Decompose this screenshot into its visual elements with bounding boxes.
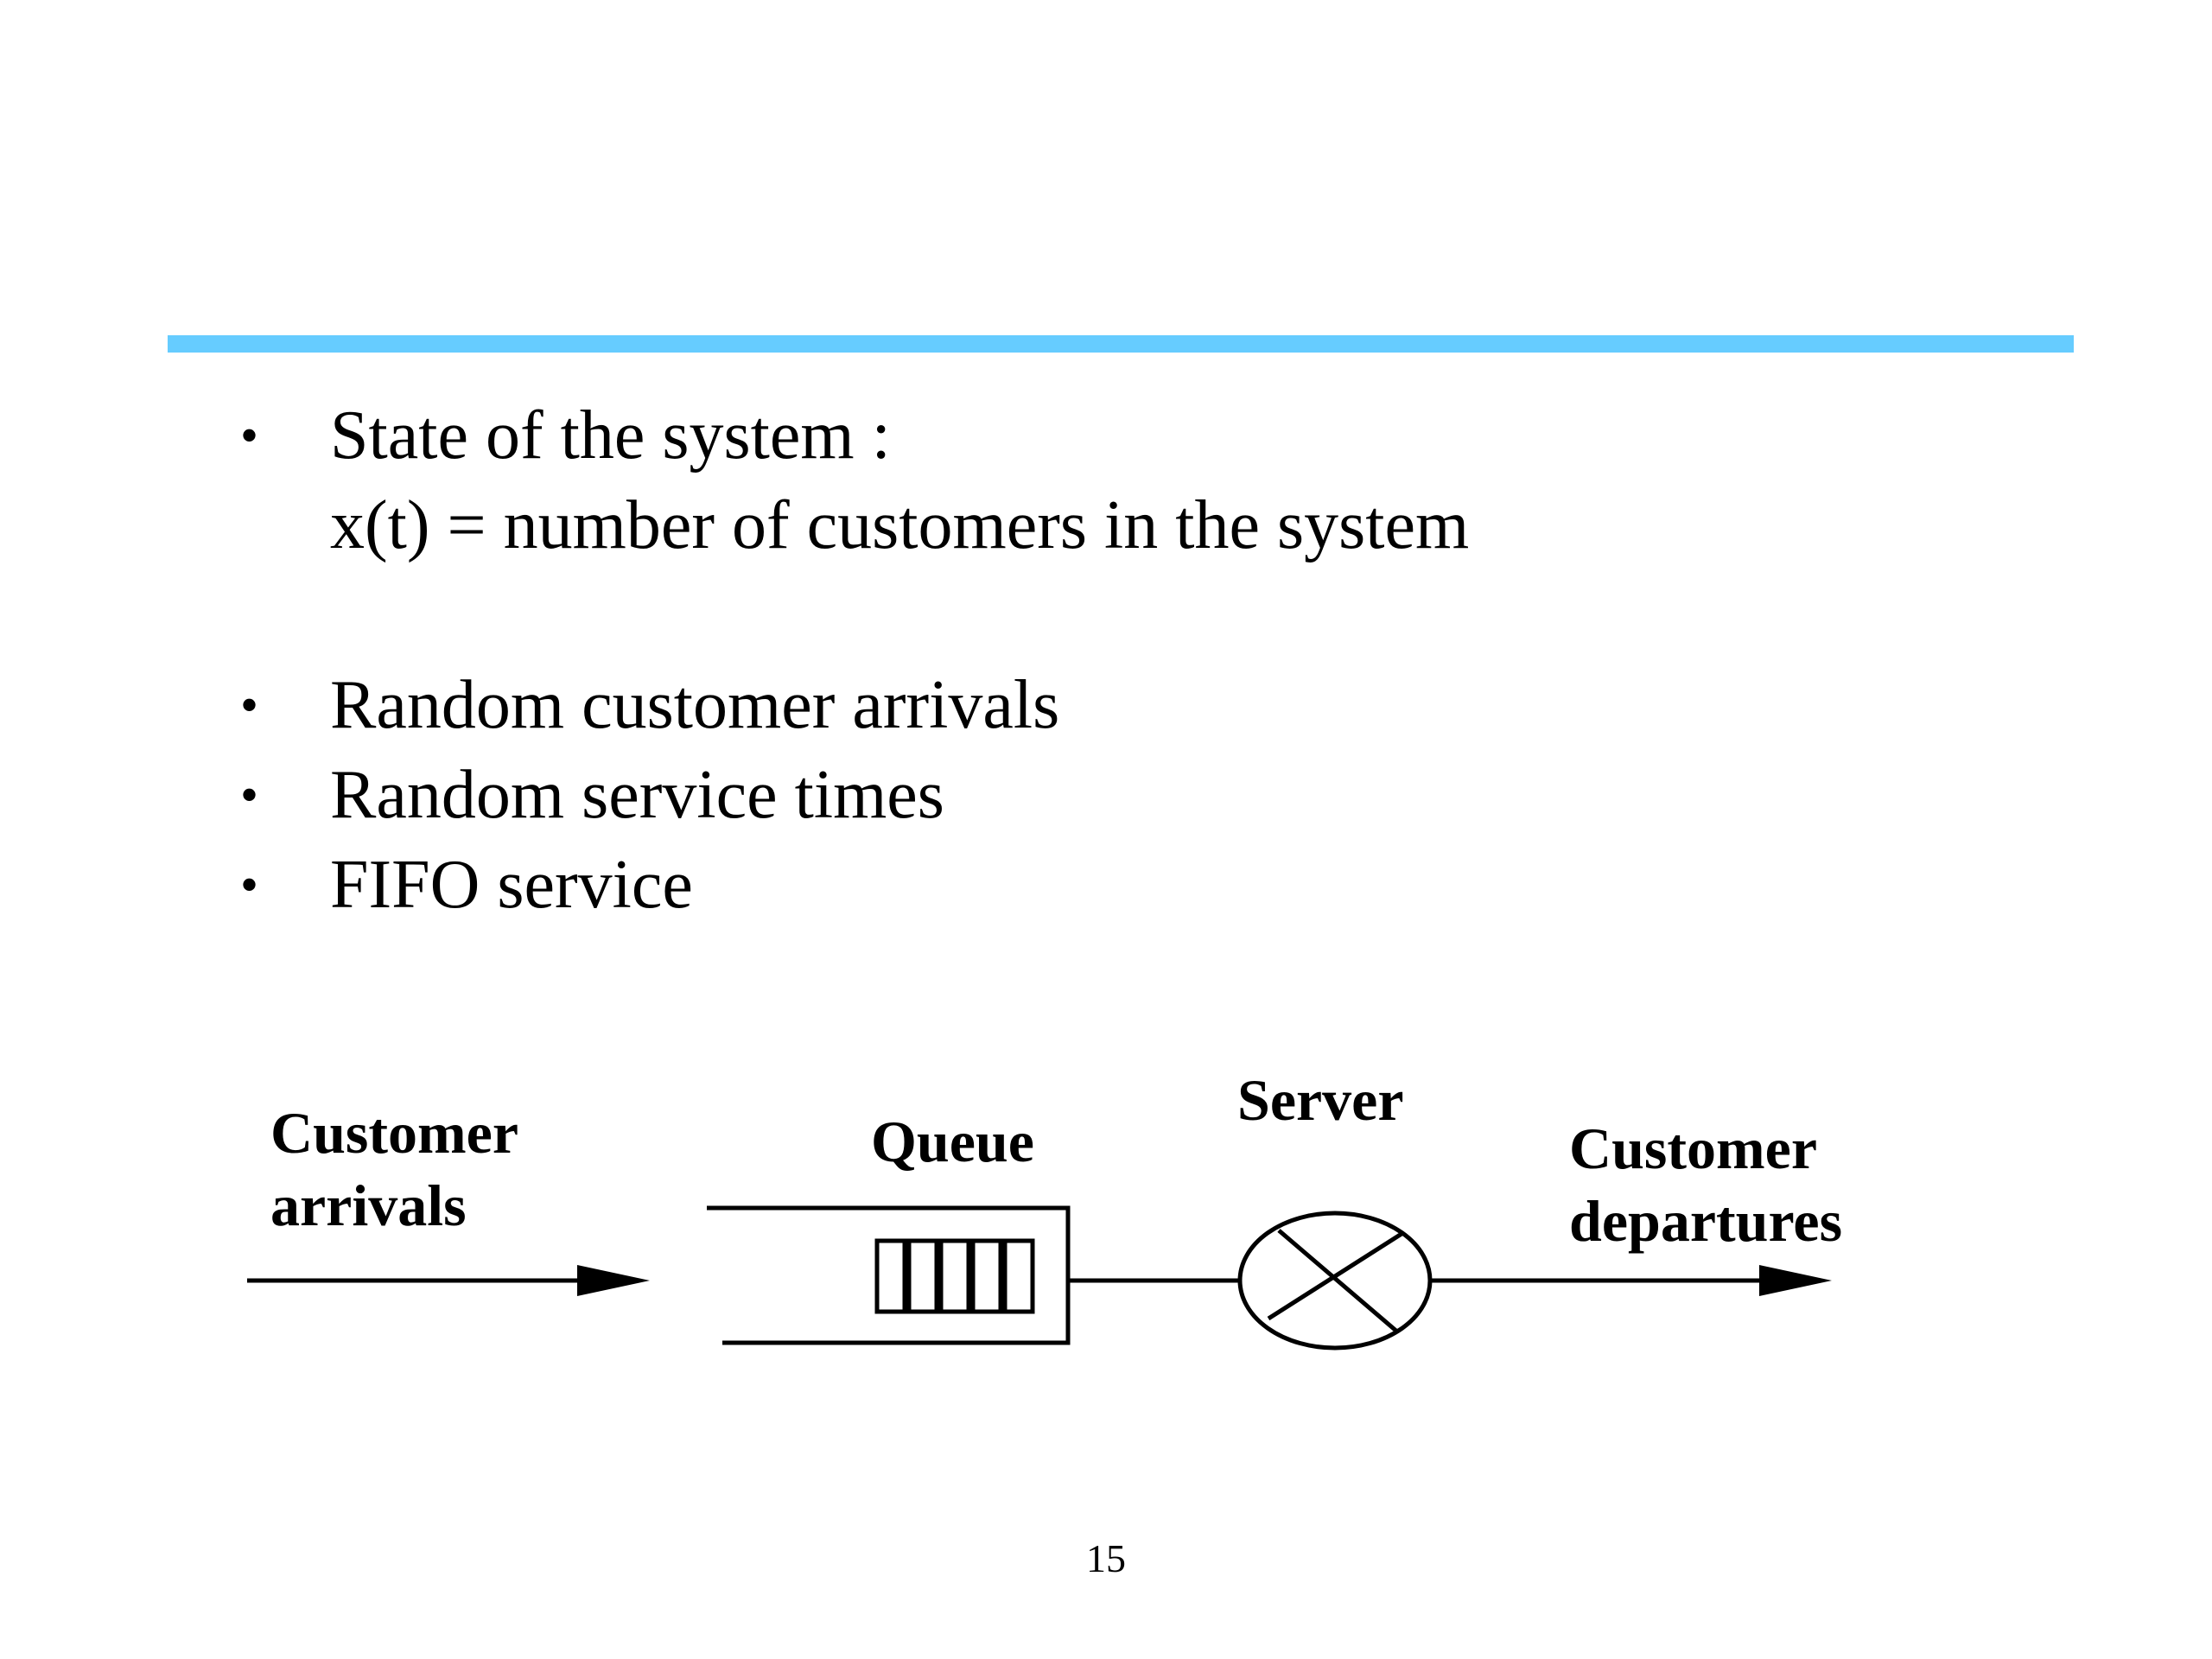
departure-arrow [1430, 1265, 1832, 1296]
queue-slot [938, 1238, 971, 1314]
arrivals-label-line1: Customer [270, 1100, 518, 1166]
queue-slot [874, 1238, 907, 1314]
page-number: 15 [1086, 1536, 1126, 1580]
departures-label-line1: Customer [1569, 1116, 1817, 1181]
server-icon [1237, 1211, 1433, 1351]
arrival-arrow [247, 1265, 650, 1296]
bullet-list: • State of the system : x(t) = number of… [240, 397, 1470, 923]
queue-slot [906, 1238, 939, 1314]
bullet-subtext: x(t) = number of customers in the system [330, 487, 1470, 563]
bullet-dot: • [240, 766, 259, 823]
queue-slot [1002, 1238, 1035, 1314]
bullet-text: Random service times [330, 757, 944, 833]
bullet-dot: • [240, 856, 259, 913]
bullet-text: State of the system : [330, 397, 891, 474]
queue-label: Queue [871, 1109, 1034, 1174]
queue-buffer [707, 1205, 1071, 1345]
bullet-text: FIFO service [330, 847, 693, 923]
departures-label-line2: departures [1569, 1188, 1842, 1254]
server-label: Server [1237, 1067, 1404, 1133]
bullet-dot: • [240, 677, 259, 734]
queue-slot [970, 1238, 1003, 1314]
bullet-dot: • [240, 407, 259, 464]
bullet-text: Random customer arrivals [330, 667, 1060, 743]
title-rule [168, 335, 2074, 353]
arrivals-label-line2: arrivals [270, 1173, 467, 1238]
